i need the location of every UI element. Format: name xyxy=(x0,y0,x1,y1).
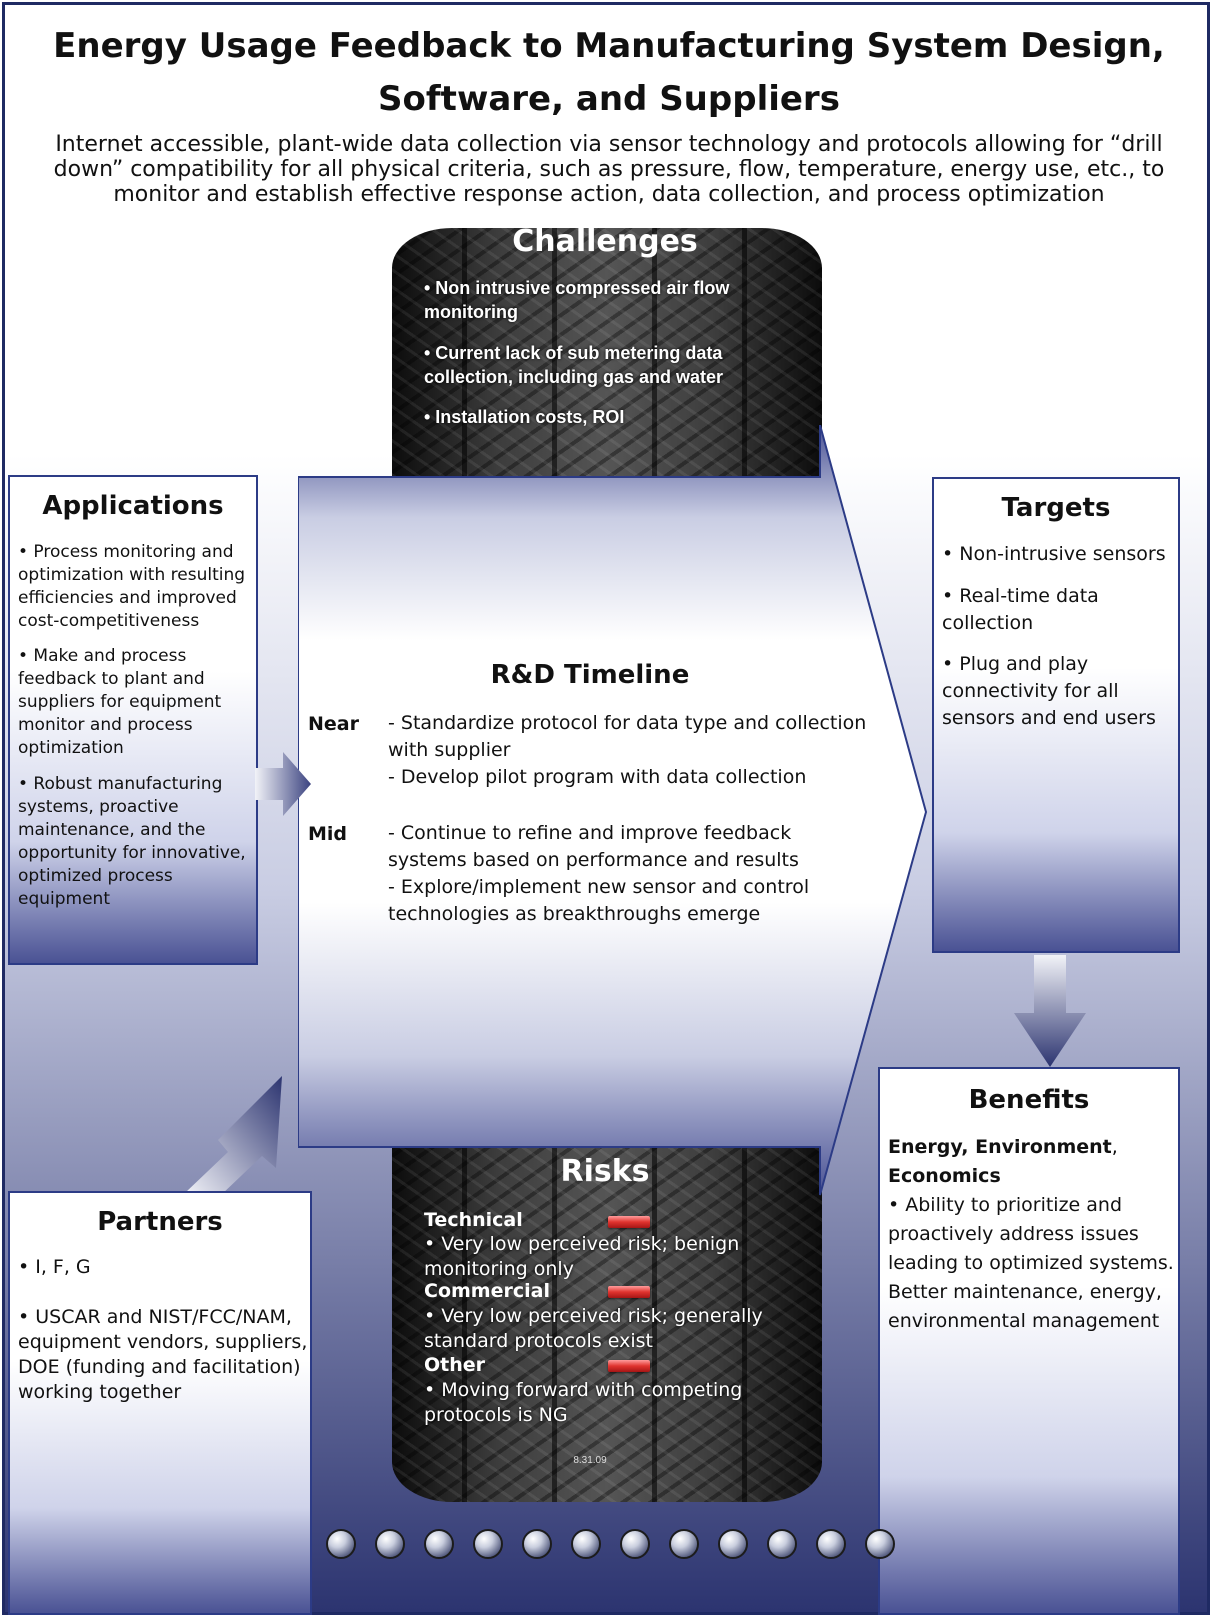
partner-item: • I, F, G xyxy=(18,1256,91,1278)
sphere-dot-icon xyxy=(571,1529,601,1559)
right-arrow-icon xyxy=(255,752,311,816)
risk-other-label: Other xyxy=(424,1354,486,1376)
challenge-item: • Installation costs, ROI xyxy=(424,407,625,427)
risk-level-marker xyxy=(608,1360,650,1372)
applications-box: Applications • Process monitoring and op… xyxy=(8,475,258,965)
benefits-box: Benefits Energy, Environment, Economics •… xyxy=(878,1067,1180,1615)
risk-commercial-label: Commercial xyxy=(424,1280,550,1302)
application-item: • Process monitoring and optimization wi… xyxy=(18,542,246,631)
risk-technical-label: Technical xyxy=(424,1209,523,1231)
benefits-heading-bold: Energy, Environment xyxy=(888,1136,1112,1158)
applications-title: Applications xyxy=(42,491,224,521)
up-right-arrow-icon xyxy=(186,1076,282,1192)
near-label: Near xyxy=(308,713,359,735)
target-item: • Non-intrusive sensors xyxy=(942,543,1166,565)
target-item: • Plug and play connectivity for all sen… xyxy=(942,653,1156,729)
application-item: • Robust manufacturing systems, proactiv… xyxy=(18,774,246,909)
sphere-dot-icon xyxy=(326,1529,356,1559)
benefits-text: • Ability to prioritize and proactively … xyxy=(888,1194,1174,1332)
benefits-heading-comma: , xyxy=(1111,1136,1118,1158)
sphere-dot-icon xyxy=(767,1529,797,1559)
benefits-title: Benefits xyxy=(968,1085,1090,1115)
sphere-dot-icon xyxy=(375,1529,405,1559)
down-arrow-icon xyxy=(1014,955,1086,1067)
targets-title: Targets xyxy=(1001,493,1111,523)
sphere-dot-icon xyxy=(473,1529,503,1559)
risks-title: Risks xyxy=(560,1154,650,1189)
sphere-dot-icon xyxy=(816,1529,846,1559)
sphere-dot-icon xyxy=(718,1529,748,1559)
benefits-heading: Energy, Environment, Economics xyxy=(888,1133,1178,1191)
partners-box: Partners • I, F, G • USCAR and NIST/FCC/… xyxy=(8,1191,312,1615)
application-item: • Make and process feedback to plant and… xyxy=(18,646,222,758)
page-title: Energy Usage Feedback to Manufacturing S… xyxy=(53,26,1165,119)
mid-label: Mid xyxy=(308,823,348,845)
risk-technical-text: • Very low perceived risk; benign monito… xyxy=(424,1233,740,1280)
challenges-title: Challenges xyxy=(512,224,698,259)
challenge-item: • Current lack of sub metering data coll… xyxy=(424,343,724,387)
sphere-dot-icon xyxy=(522,1529,552,1559)
partners-title: Partners xyxy=(97,1207,223,1237)
sphere-dot-icon xyxy=(865,1529,895,1559)
rd-timeline-title: R&D Timeline xyxy=(490,660,690,690)
central-arrow-shape xyxy=(298,425,928,1196)
date-stamp: 8.31.09 xyxy=(573,1455,607,1466)
mid-item: - Continue to refine and improve feedbac… xyxy=(388,822,799,871)
targets-box: Targets • Non-intrusive sensors • Real-t… xyxy=(932,477,1180,953)
target-item: • Real-time data collection xyxy=(942,585,1099,634)
risk-other-text: • Moving forward with competing protocol… xyxy=(424,1379,743,1426)
sphere-dot-icon xyxy=(620,1529,650,1559)
benefits-heading-bold2: Economics xyxy=(888,1165,1001,1187)
sphere-dot-icon xyxy=(424,1529,454,1559)
challenge-item: • Non intrusive compressed air flow moni… xyxy=(424,278,730,322)
risk-level-marker xyxy=(608,1286,650,1298)
page-subtitle: Internet accessible, plant-wide data col… xyxy=(53,132,1165,207)
near-item: - Standardize protocol for data type and… xyxy=(388,712,867,761)
near-item: - Develop pilot program with data collec… xyxy=(388,766,807,788)
mid-item: - Explore/implement new sensor and contr… xyxy=(388,876,810,925)
risk-level-marker xyxy=(608,1216,650,1228)
partner-item: • USCAR and NIST/FCC/NAM, equipment vend… xyxy=(18,1306,308,1403)
sphere-dot-icon xyxy=(669,1529,699,1559)
risk-commercial-text: • Very low perceived risk; generally sta… xyxy=(424,1305,763,1352)
